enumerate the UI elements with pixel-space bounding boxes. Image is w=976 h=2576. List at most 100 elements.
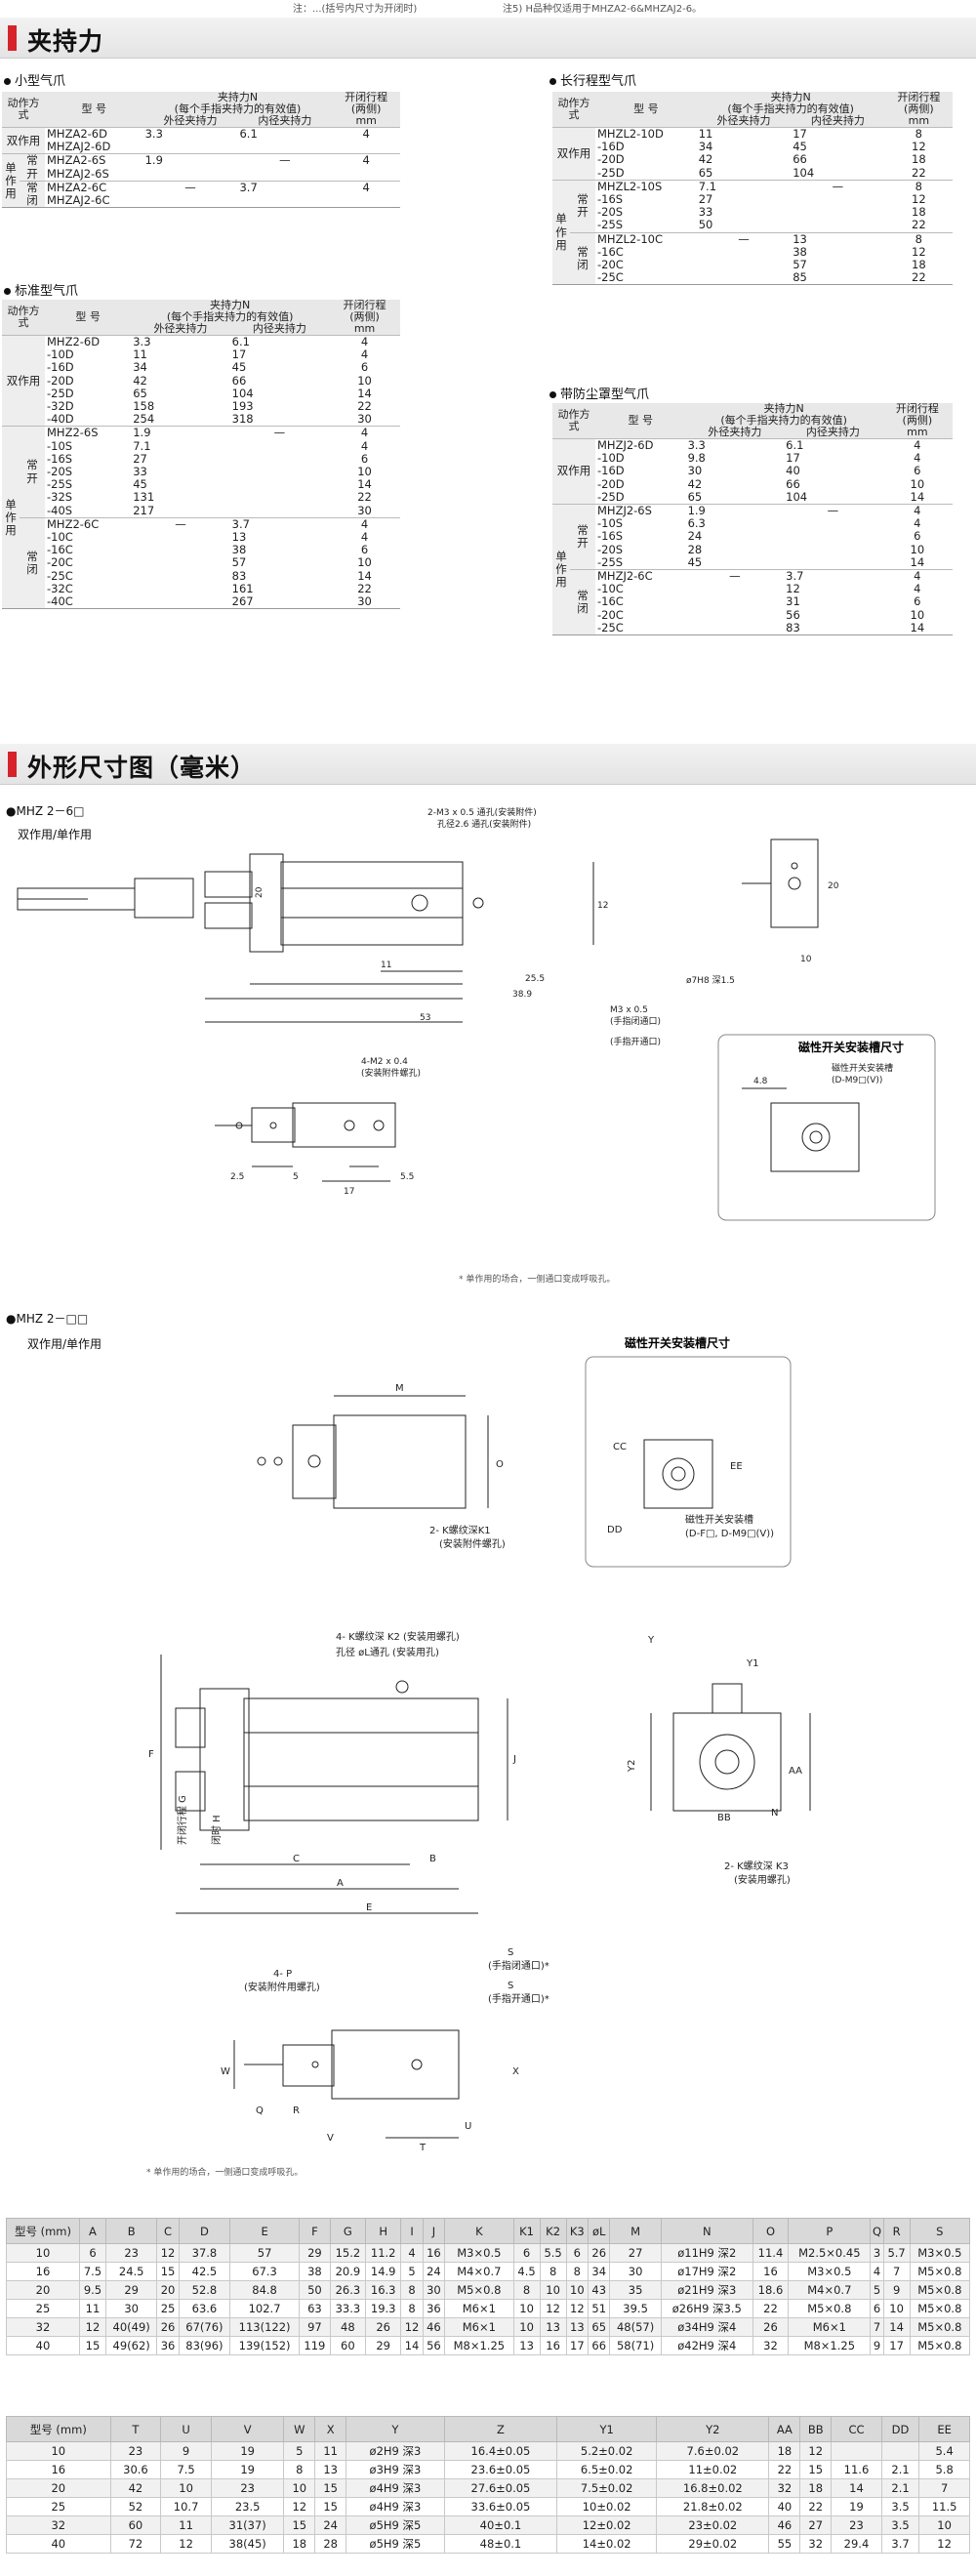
dim-cell: 30 bbox=[422, 2280, 446, 2300]
d2-side-body bbox=[672, 1712, 782, 1812]
dim-header: Y1 bbox=[556, 2416, 658, 2442]
outer-force-cell: — bbox=[131, 516, 230, 609]
dim-cell: 65 bbox=[588, 2317, 611, 2337]
dim-cell: 10 bbox=[283, 2478, 316, 2498]
dim-cell: 10 bbox=[6, 2243, 80, 2263]
action-subcell: 常开 bbox=[20, 153, 45, 182]
dim-cell: 6 bbox=[870, 2299, 884, 2318]
dim-header: C bbox=[156, 2218, 180, 2244]
dim-label: (手指闭通口) bbox=[610, 1015, 661, 1027]
dim-cell: 20 bbox=[6, 2280, 80, 2300]
dim-cell: 12 bbox=[565, 2299, 590, 2318]
dim-cell: 5.2±0.02 bbox=[556, 2441, 658, 2461]
dim-cell: 102.7 bbox=[229, 2299, 301, 2318]
dim-cell: 9 bbox=[882, 2280, 911, 2300]
dim-cell: 19 bbox=[210, 2441, 285, 2461]
dim-cell: 19.3 bbox=[365, 2299, 402, 2318]
dim-label: (安装附件用螺孔) bbox=[244, 1981, 320, 1993]
dim-cell: 20 bbox=[156, 2280, 180, 2300]
dim-label: 磁性开关安装槽 bbox=[832, 1062, 893, 1074]
d2-front-head bbox=[199, 1688, 250, 1831]
dim-label: O bbox=[496, 1459, 504, 1470]
front-port bbox=[411, 894, 428, 912]
dim-label: A bbox=[337, 1878, 344, 1889]
dim-cell: 16 bbox=[752, 2262, 790, 2281]
dim-cell: 5.7 bbox=[882, 2243, 911, 2263]
dim-label: Y2 bbox=[627, 1760, 637, 1773]
outer-force-cell: — bbox=[696, 231, 792, 285]
model-cell: MHZJ2-6S-10S-16S-20S-25S bbox=[595, 504, 686, 570]
stroke-cell: 4 bbox=[332, 180, 400, 208]
dim-cell: 9 bbox=[870, 2336, 884, 2355]
dim-header: V bbox=[210, 2416, 285, 2442]
dim-cell: 40 bbox=[768, 2497, 801, 2516]
dim-cell: 15 bbox=[314, 2497, 347, 2516]
action-cell: 双作用 bbox=[552, 437, 595, 505]
header-inner: 内径夹持力 bbox=[229, 323, 330, 336]
dim-cell: 15 bbox=[78, 2336, 107, 2355]
dim-cell: 113(122) bbox=[229, 2317, 301, 2337]
dim-cell: 10±0.02 bbox=[556, 2497, 658, 2516]
dim-header: B bbox=[104, 2218, 158, 2244]
dim-label: Y1 bbox=[746, 1658, 758, 1669]
dim-header: K bbox=[444, 2218, 514, 2244]
dim-cell: 48±0.1 bbox=[443, 2534, 558, 2554]
finger-lower bbox=[204, 902, 253, 929]
dim-cell: 25 bbox=[6, 2299, 80, 2318]
action-subcell: 常闭 bbox=[20, 180, 45, 208]
header-stroke: 开闭行程(两侧)mm bbox=[329, 300, 400, 336]
dim-cell: M4×0.7 bbox=[444, 2262, 514, 2281]
action-subcell: 常开 bbox=[20, 426, 45, 518]
dim-cell: 10 bbox=[918, 2515, 970, 2535]
dim-cell: 9 bbox=[160, 2441, 212, 2461]
dim-cell: 39.5 bbox=[609, 2299, 662, 2318]
dim-cell: 7 bbox=[882, 2262, 911, 2281]
dim-cell: 10 bbox=[160, 2478, 212, 2498]
dim-label: 20 bbox=[828, 881, 839, 891]
inner-force-cell: — bbox=[229, 426, 330, 518]
dim-cell: 34 bbox=[588, 2262, 611, 2281]
header-outer: 外径夹持力 bbox=[696, 115, 792, 128]
dim-cell: 6 bbox=[565, 2243, 590, 2263]
dim-cell: 18.6 bbox=[752, 2280, 790, 2300]
dim-cell bbox=[880, 2441, 920, 2461]
dim-cell: ø2H9 深3 bbox=[346, 2441, 445, 2461]
header-force: 夹持力N(每个手指夹持力的有效值) bbox=[696, 92, 885, 115]
dim-header: J bbox=[422, 2218, 446, 2244]
dim-cell: M6×1 bbox=[788, 2317, 872, 2337]
dim-cell: 11.2 bbox=[365, 2243, 402, 2263]
dim-cell: 6 bbox=[512, 2243, 541, 2263]
dim-cell: 63 bbox=[299, 2299, 331, 2318]
dim-header: øL bbox=[588, 2218, 611, 2244]
dim-header: Q bbox=[870, 2218, 884, 2244]
header-force: 夹持力N(每个手指夹持力的有效值) bbox=[131, 300, 330, 323]
dim-label: U bbox=[465, 2121, 471, 2132]
dim-label: E bbox=[366, 1902, 372, 1913]
dim-cell: 12 bbox=[918, 2534, 970, 2554]
dim-header: DD bbox=[880, 2416, 920, 2442]
dim-cell: M5×0.8 bbox=[909, 2317, 971, 2337]
model-cell: MHZ2-6D-10D-16D-20D-25D-32D-40D bbox=[45, 334, 132, 427]
dim-label: DD bbox=[607, 1525, 623, 1535]
dim-label: (手指开通口) bbox=[610, 1036, 661, 1047]
dim-cell: 12 bbox=[539, 2299, 567, 2318]
dim-cell: 25 bbox=[6, 2497, 111, 2516]
dim-cell: 26 bbox=[365, 2317, 402, 2337]
dim-cell: 7 bbox=[918, 2478, 970, 2498]
dim-cell: 14±0.02 bbox=[556, 2534, 658, 2554]
dim-cell: 8 bbox=[565, 2262, 590, 2281]
dim-cell: 67(76) bbox=[178, 2317, 231, 2337]
dim-label: 12 bbox=[597, 901, 608, 911]
dim-cell: 38 bbox=[299, 2262, 331, 2281]
dim-header: BB bbox=[799, 2416, 833, 2442]
